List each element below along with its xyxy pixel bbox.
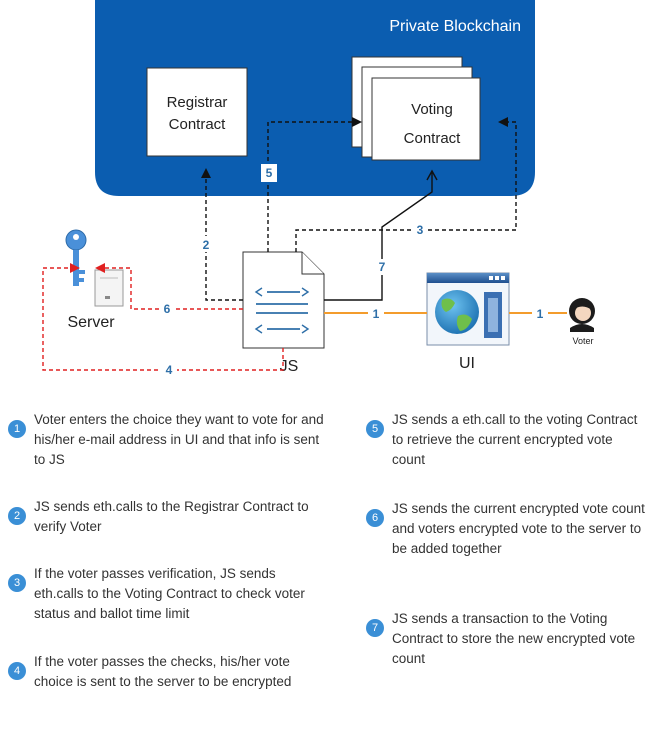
step-1: 1 Voter enters the choice they want to v… <box>8 410 328 470</box>
step-1-text: Voter enters the choice they want to vot… <box>34 412 324 467</box>
label-1-js-ui: 1 <box>373 307 380 321</box>
step-7-badge: 7 <box>366 619 384 637</box>
label-3: 3 <box>417 223 424 237</box>
registrar-label-line2: Contract <box>169 116 227 133</box>
registrar-contract-box: Registrar Contract <box>146 67 248 157</box>
server-icon <box>94 269 124 307</box>
step-2-badge: 2 <box>8 507 26 525</box>
step-1-badge: 1 <box>8 420 26 438</box>
voter-label: Voter <box>572 336 593 346</box>
step-4-badge: 4 <box>8 662 26 680</box>
step-7-text: JS sends a transaction to the Voting Con… <box>392 611 636 666</box>
label-2: 2 <box>203 238 210 252</box>
ui-label: UI <box>459 355 475 372</box>
step-2: 2 JS sends eth.calls to the Registrar Co… <box>8 497 328 537</box>
key-icon <box>65 229 87 286</box>
step-5-text: JS sends a eth.call to the voting Contra… <box>392 412 638 467</box>
step-2-text: JS sends eth.calls to the Registrar Cont… <box>34 499 309 534</box>
label-1-ui-voter: 1 <box>537 307 544 321</box>
label-5: 5 <box>266 166 273 180</box>
server-label: Server <box>67 314 115 331</box>
step-6: 6 JS sends the current encrypted vote co… <box>366 499 648 559</box>
step-4: 4 If the voter passes the checks, his/he… <box>8 652 328 692</box>
arrow-4 <box>42 263 284 371</box>
voter-avatar-icon <box>569 298 595 332</box>
step-3-text: If the voter passes verification, JS sen… <box>34 566 305 621</box>
voting-label-line1: Voting <box>411 101 453 118</box>
architecture-diagram: Private Blockchain Registrar Contract Vo… <box>42 0 595 378</box>
voting-contract-stack: Voting Contract <box>351 56 481 161</box>
blockchain-title: Private Blockchain <box>389 18 521 35</box>
step-5: 5 JS sends a eth.call to the voting Cont… <box>366 410 648 470</box>
step-6-text: JS sends the current encrypted vote coun… <box>392 501 645 556</box>
arrow-2 <box>201 168 243 301</box>
arrow-7 <box>324 169 438 301</box>
label-4: 4 <box>166 363 173 377</box>
label-7: 7 <box>379 260 386 274</box>
arrow-6 <box>95 263 243 310</box>
js-label: JS <box>280 358 299 375</box>
ui-window-icon <box>426 272 510 346</box>
js-document-icon <box>242 251 325 349</box>
step-4-text: If the voter passes the checks, his/her … <box>34 654 292 689</box>
step-6-badge: 6 <box>366 509 384 527</box>
step-5-badge: 5 <box>366 420 384 438</box>
step-3: 3 If the voter passes verification, JS s… <box>8 564 328 624</box>
arrow-3 <box>295 117 517 252</box>
label-6: 6 <box>164 302 171 316</box>
registrar-label-line1: Registrar <box>167 94 228 111</box>
arrow-number-labels: 2 5 3 7 6 4 1 1 <box>159 164 548 378</box>
arrow-5 <box>267 117 362 252</box>
step-3-badge: 3 <box>8 574 26 592</box>
step-7: 7 JS sends a transaction to the Voting C… <box>366 609 648 669</box>
voting-label-line2: Contract <box>404 130 462 147</box>
